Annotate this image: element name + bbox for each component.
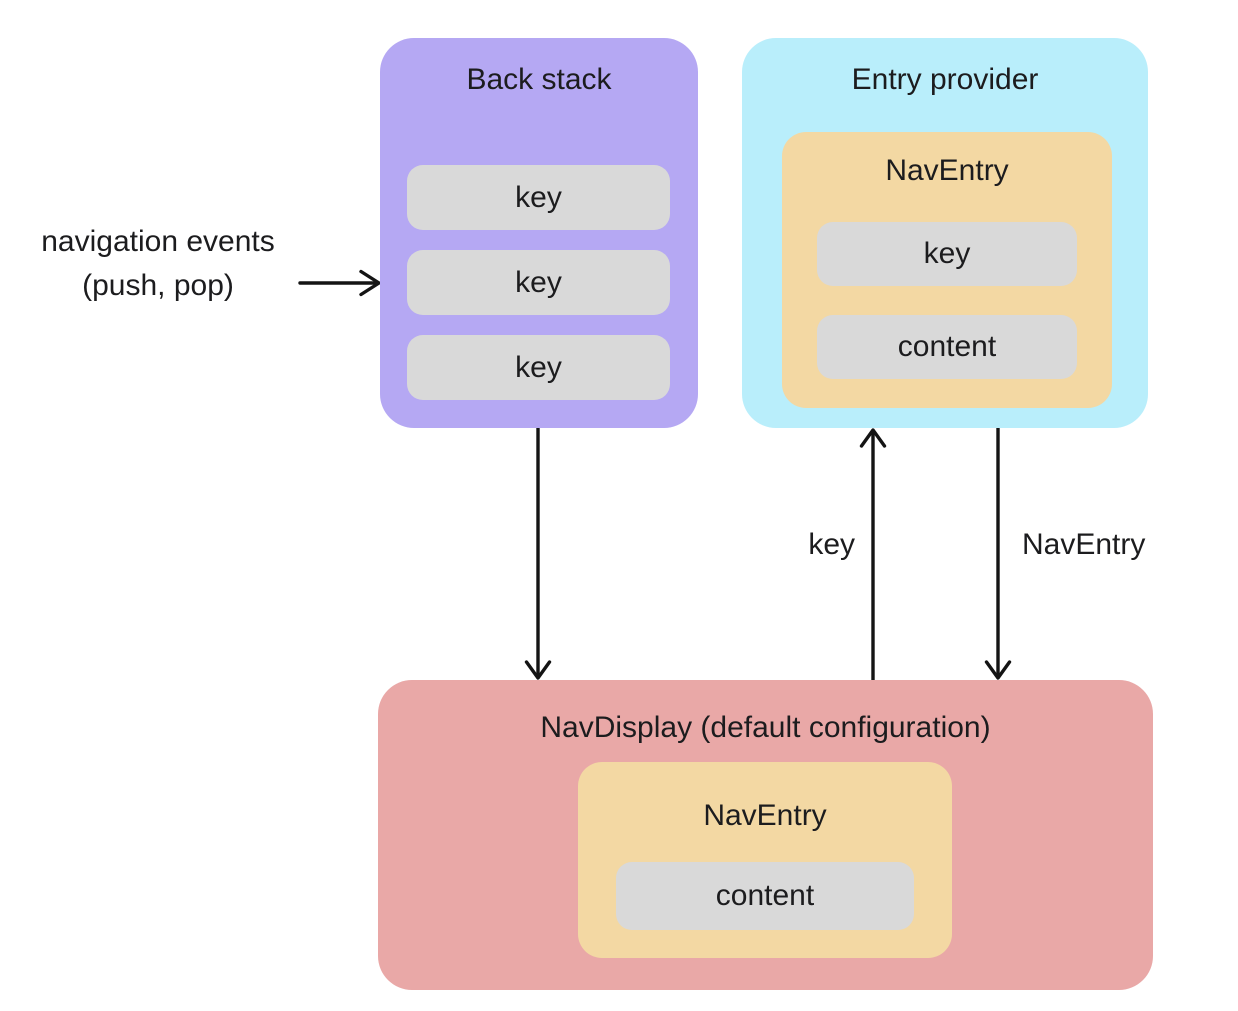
naventry-arrow-head: [984, 660, 1012, 680]
navigation-events-label-line1: navigation events: [41, 225, 275, 258]
navigation-events-label-line2: (push, pop): [82, 269, 234, 302]
naventry-arrow-label: NavEntry: [1022, 528, 1146, 561]
nav-display-box: NavDisplay (default configuration) NavEn…: [378, 680, 1153, 990]
entry-provider-naventry-title: NavEntry: [885, 154, 1009, 187]
backstack-to-navdisplay-arrow-head: [524, 660, 552, 680]
back-stack-key-pill: key: [407, 335, 670, 400]
back-stack-title: Back stack: [466, 63, 612, 96]
key-arrow-head: [859, 428, 887, 448]
entry-provider-title: Entry provider: [851, 63, 1039, 96]
nav-display-naventry-title: NavEntry: [703, 799, 827, 832]
entry-provider-key-pill: key: [817, 222, 1077, 286]
nav-display-content-pill: content: [616, 862, 914, 930]
nav-display-naventry-box: NavEntry content: [578, 762, 952, 958]
back-stack-key-pill: key: [407, 165, 670, 230]
entry-provider-box: Entry provider NavEntry key content: [742, 38, 1148, 428]
push-pop-arrow-head: [359, 269, 381, 297]
nav-display-title: NavDisplay (default configuration): [540, 711, 991, 744]
back-stack-box: Back stack key key key: [380, 38, 698, 428]
entry-provider-content-pill: content: [817, 315, 1077, 379]
key-arrow-label: key: [808, 528, 855, 561]
back-stack-key-pill: key: [407, 250, 670, 315]
entry-provider-naventry-box: NavEntry key content: [782, 132, 1112, 408]
navigation-events-label: navigation events (push, pop): [8, 220, 308, 308]
